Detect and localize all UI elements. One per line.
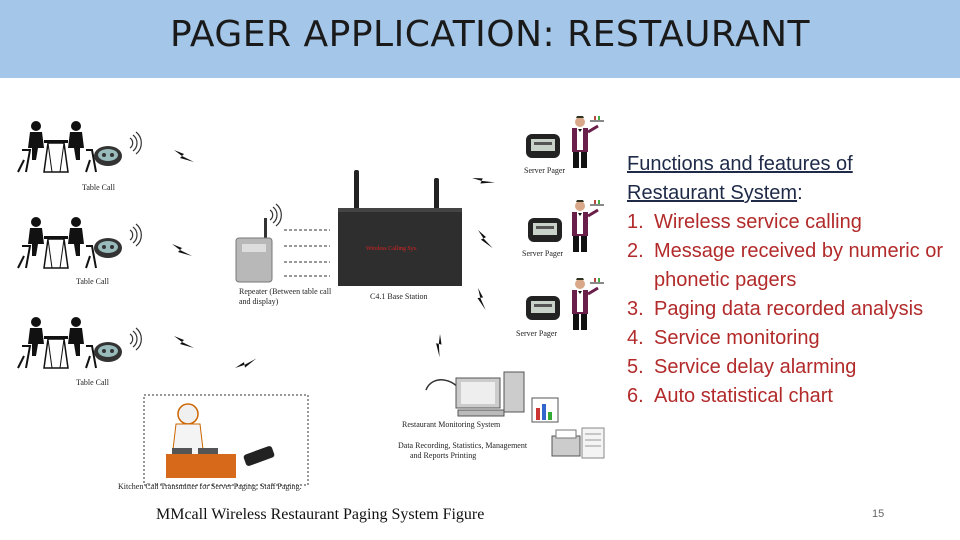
- server-pager-label: Server Pager: [516, 329, 557, 338]
- list-number: 4.: [627, 327, 644, 349]
- repeater-label-2: and display): [239, 297, 279, 306]
- list-item: 1. Wireless service calling: [627, 208, 957, 237]
- page-number: 15: [872, 508, 885, 520]
- repeater-device: [235, 203, 282, 283]
- feature-list: 1. Wireless service calling 2. Message rec…: [627, 208, 957, 411]
- list-text: Message received by numeric or phonetic …: [654, 240, 944, 291]
- list-text: Service delay alarming: [654, 356, 857, 378]
- lightning-icon: [174, 150, 194, 162]
- lightning-icon: [172, 244, 192, 256]
- list-number: 6.: [627, 385, 644, 407]
- server-pager-3: [526, 276, 606, 332]
- features-panel: Functions and features of Restaurant Sys…: [627, 150, 957, 411]
- title-bar: PAGER APPLICATION: RESTAURANT: [0, 0, 960, 78]
- list-item: 4. Service monitoring: [627, 324, 957, 353]
- repeater-label: Repeater (Between table call: [239, 287, 332, 296]
- data-recording-label: Data Recording, Statistics, Management: [398, 441, 528, 450]
- restaurant-paging-figure: Table Call Table Call Table Call Repeate…: [17, 114, 606, 523]
- table-call-label: Table Call: [76, 277, 110, 286]
- heading-part-1: Functions and features of: [627, 153, 853, 175]
- monitoring-label: Restaurant Monitoring System: [402, 420, 501, 429]
- heading-colon: :: [797, 182, 803, 204]
- list-text: Service monitoring: [654, 327, 820, 349]
- server-pager-2: [528, 198, 606, 254]
- list-number: 3.: [627, 298, 644, 320]
- list-text: Auto statistical chart: [654, 385, 833, 407]
- table-call-label: Table Call: [76, 378, 110, 387]
- kitchen-label: Kitchen Call Transmitter for Server Pagi…: [118, 482, 302, 491]
- table-call-2: [17, 216, 142, 269]
- lightning-icon: [235, 351, 257, 375]
- list-item: 5. Service delay alarming: [627, 353, 957, 382]
- lightning-icon: [472, 171, 495, 190]
- list-number: 1.: [627, 211, 644, 233]
- figure-caption: MMcall Wireless Restaurant Paging System…: [156, 506, 484, 523]
- list-item: 2. Message received by numeric or phoneti…: [627, 237, 957, 295]
- table-call-label: Table Call: [82, 183, 116, 192]
- list-item: 6. Auto statistical chart: [627, 382, 957, 411]
- list-text: Paging data recorded analysis: [654, 298, 924, 320]
- features-heading: Functions and features of Restaurant Sys…: [627, 150, 957, 208]
- base-station-device: Wireless Calling Sys.: [338, 170, 462, 286]
- lightning-icon: [174, 336, 194, 348]
- lightning-icon: [473, 230, 497, 249]
- table-call-3: [17, 316, 142, 369]
- list-text: Wireless service calling: [654, 211, 862, 233]
- lightning-icon: [429, 334, 450, 358]
- base-device-text: Wireless Calling Sys.: [366, 246, 418, 252]
- base-station-label: C4.1 Base Station: [370, 292, 428, 301]
- monitoring-computer: [425, 371, 559, 423]
- lightning-icon: [470, 288, 494, 311]
- connection-lines: [284, 229, 330, 277]
- server-pager-label: Server Pager: [524, 166, 565, 175]
- list-number: 2.: [627, 240, 644, 262]
- kitchen-transmitter: [143, 394, 309, 486]
- list-number: 5.: [627, 356, 644, 378]
- slide-title: PAGER APPLICATION: RESTAURANT: [170, 14, 811, 55]
- server-pager-1: [526, 114, 606, 170]
- printer: [551, 427, 605, 459]
- table-call-1: [17, 120, 142, 173]
- heading-part-2: Restaurant System: [627, 182, 798, 204]
- list-item: 3. Paging data recorded analysis: [627, 295, 957, 324]
- server-pager-label: Server Pager: [522, 249, 563, 258]
- data-recording-label-2: and Reports Printing: [410, 451, 476, 460]
